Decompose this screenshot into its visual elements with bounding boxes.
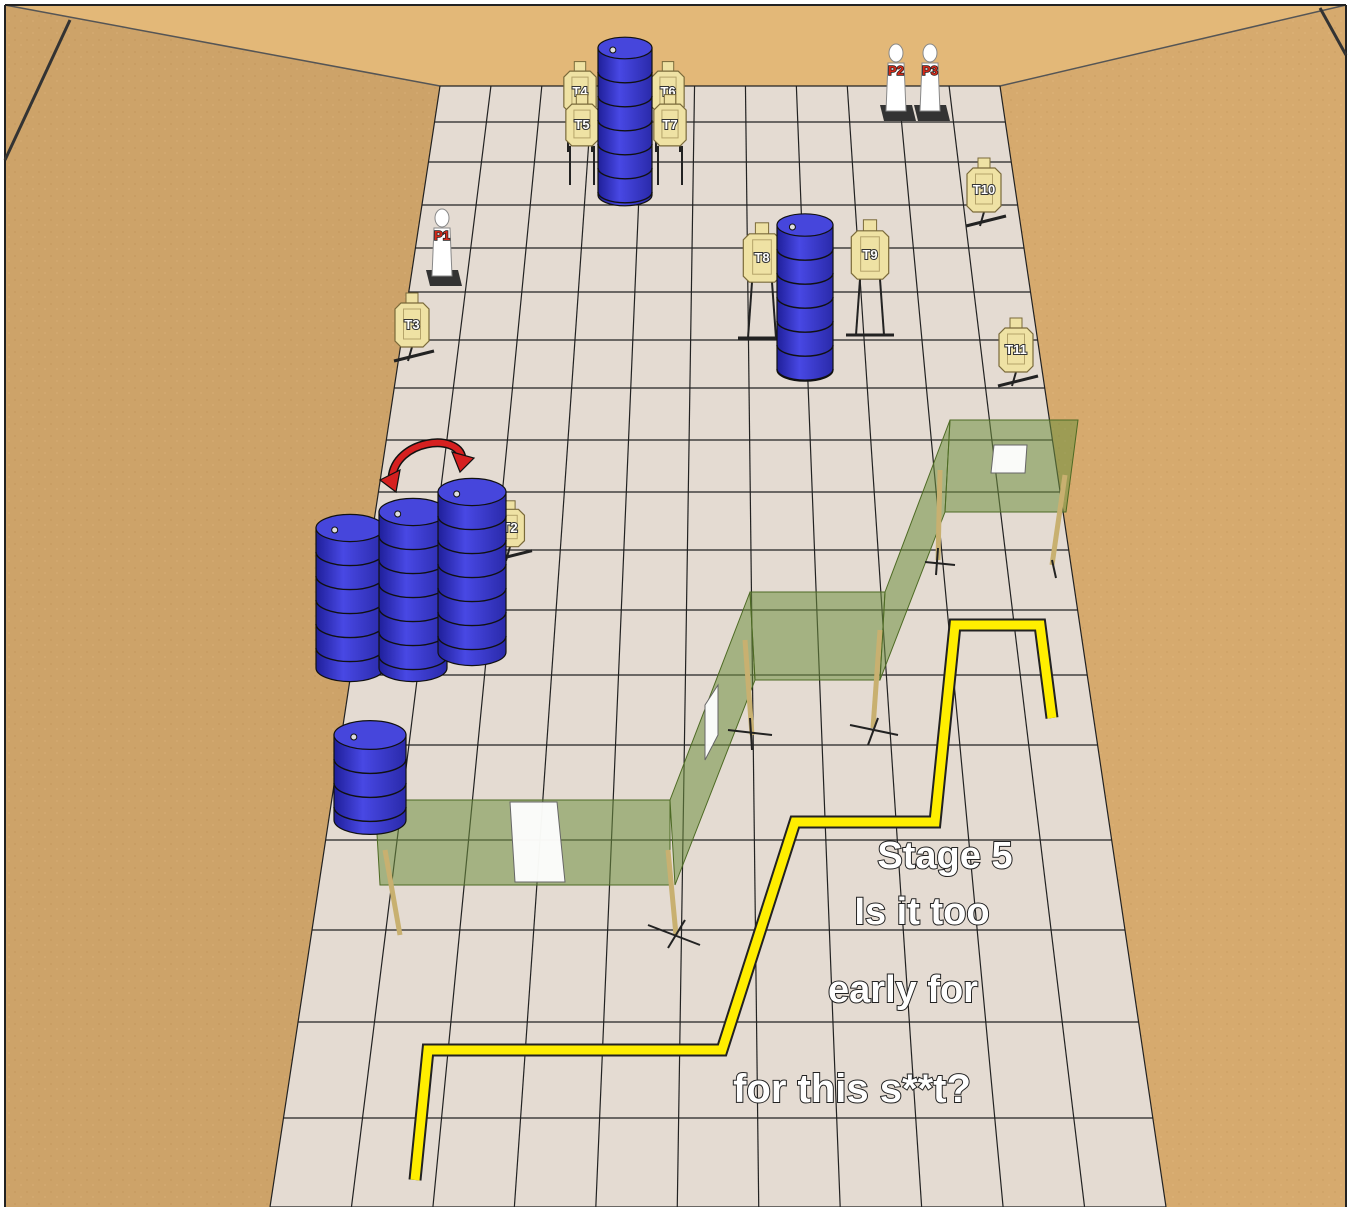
barrel-stack-left-3 (438, 478, 506, 665)
barrel-stack-mid (777, 214, 833, 381)
stage-title-line-2: Is it too (854, 891, 989, 933)
wall-mid (750, 592, 885, 680)
target-label-t10: T10 (973, 182, 995, 197)
popper-label-p2: P2 (888, 63, 904, 78)
barrel-stack-left-2 (379, 498, 447, 681)
target-label-t9: T9 (862, 247, 877, 262)
barrel-stack-left-1 (316, 514, 384, 681)
target-label-t3: T3 (404, 317, 419, 332)
popper-label-p1: P1 (434, 228, 450, 243)
barrel-stack-bottom (334, 721, 406, 835)
wall-port-front (510, 802, 565, 882)
stage-title-line-4: for this s**t? (733, 1067, 971, 1111)
target-label-t8: T8 (754, 250, 769, 265)
stage-title-line-3: early for (828, 969, 978, 1011)
popper-label-p3: P3 (922, 63, 938, 78)
target-label-t7: T7 (662, 117, 677, 132)
barrel-stack-top (598, 37, 652, 206)
target-label-t11: T11 (1005, 342, 1027, 357)
wall-port-back (991, 445, 1027, 473)
target-label-t5: T5 (574, 117, 589, 132)
stage-title-line-1: Stage 5 (877, 835, 1012, 877)
